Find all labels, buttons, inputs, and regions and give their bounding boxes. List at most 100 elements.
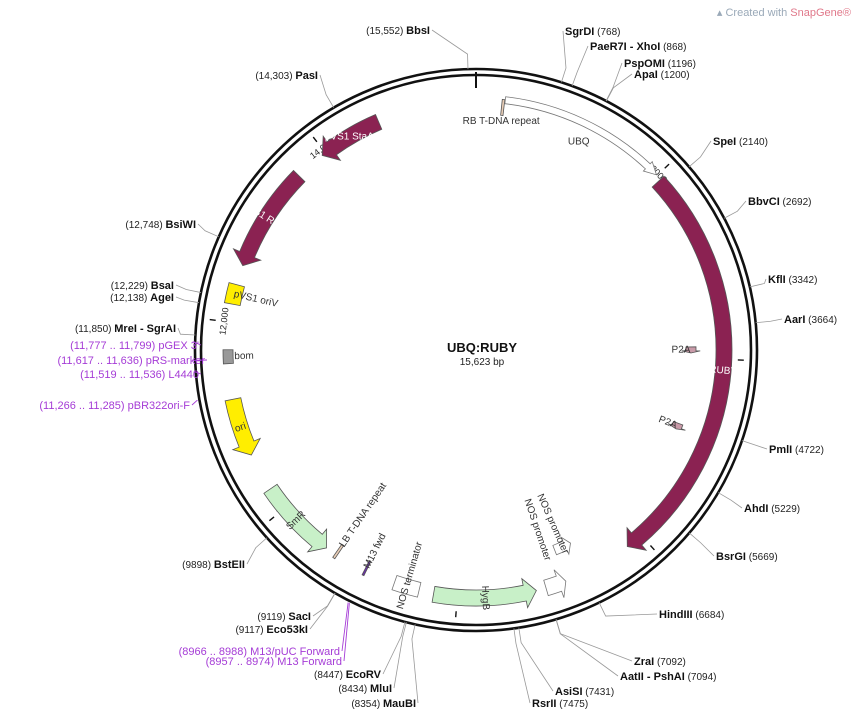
- site-pspomi[interactable]: PspOMI (1196): [624, 58, 696, 70]
- site-paer7i-xhoi[interactable]: PaeR7I - XhoI (868): [590, 41, 686, 53]
- site-maubi[interactable]: (8354) MauBI: [351, 698, 416, 710]
- site-leader-line: [606, 73, 633, 102]
- site-sgrdi[interactable]: SgrDI (768): [565, 26, 620, 38]
- primer-leader-line: [192, 341, 202, 346]
- feature-ori[interactable]: [224, 397, 262, 456]
- site-ecorv[interactable]: (8447) EcoRV: [314, 669, 382, 681]
- feature-pvs1-oriv[interactable]: [223, 282, 245, 307]
- feature-nos-promoter[interactable]: [552, 536, 571, 556]
- feature-nos-promoter[interactable]: [543, 569, 567, 598]
- site-leader-line: [717, 492, 743, 509]
- feature-label: NOS terminator: [395, 540, 425, 610]
- site-leader-line: [175, 284, 202, 293]
- site-bsrgi[interactable]: BsrGI (5669): [716, 551, 778, 563]
- site-bbsi[interactable]: (15,552) BbsI: [366, 25, 430, 37]
- plasmid-length: 15,623 bp: [460, 357, 505, 368]
- site-bbvci[interactable]: BbvCI (2692): [748, 196, 811, 208]
- site-aatii-pshai[interactable]: AatII - PshAI (7094): [620, 671, 716, 683]
- site-bsai[interactable]: (12,229) BsaI: [111, 280, 174, 292]
- tick-mark: [649, 545, 655, 551]
- site-leader-line: [518, 627, 554, 692]
- site-leader-line: [393, 622, 407, 689]
- site-leader-line: [175, 296, 200, 304]
- feature-label: bom: [234, 351, 254, 363]
- primer-leader-line: [191, 399, 198, 406]
- site-agei[interactable]: (12,138) AgeI: [110, 292, 174, 304]
- site-saci[interactable]: (9119) SacI: [257, 611, 311, 623]
- feature-label: RB T-DNA repeat: [463, 116, 540, 127]
- feature-nos-terminator[interactable]: [391, 575, 422, 598]
- feature-hygb[interactable]: [431, 577, 537, 609]
- site-leader-line: [598, 602, 658, 617]
- site-pasi[interactable]: (14,303) PasI: [255, 70, 318, 82]
- tick-label: 12,000: [217, 307, 230, 335]
- feature-pvs1-repa[interactable]: [232, 169, 306, 267]
- site-rsrii[interactable]: RsrII (7475): [532, 698, 588, 710]
- feature-smr[interactable]: [263, 483, 328, 553]
- snapgene-credit: ▴ Created with SnapGene®: [717, 6, 851, 19]
- site-spei[interactable]: SpeI (2140): [713, 136, 768, 148]
- feature-label: P2A: [672, 345, 691, 356]
- site-zrai[interactable]: ZraI (7092): [634, 656, 686, 668]
- primer-leader-line: [341, 602, 349, 652]
- site-leader-line: [312, 592, 336, 617]
- feature-p2a[interactable]: [667, 421, 686, 431]
- site-leader-line: [688, 532, 715, 557]
- site-leader-line: [513, 628, 531, 704]
- feature-label: P2A: [657, 414, 679, 431]
- feature-rb-t-dna-repeat[interactable]: [500, 98, 506, 116]
- tick-mark: [312, 136, 318, 143]
- feature-label: pVS1 oriV: [233, 289, 280, 310]
- site-leader-line: [561, 30, 567, 83]
- site-apai[interactable]: ApaI (1200): [634, 69, 690, 81]
- site-leader-line: [749, 278, 767, 288]
- feature-bom[interactable]: [222, 349, 234, 365]
- feature-ubq[interactable]: [504, 96, 658, 176]
- feature-m13-fwd[interactable]: [361, 559, 372, 577]
- site-leader-line: [319, 74, 335, 108]
- site-kfli[interactable]: KflI (3342): [768, 274, 817, 286]
- site-aari[interactable]: AarI (3664): [784, 314, 837, 326]
- primer-pgex-3[interactable]: (11,777 .. 11,799) pGEX 3': [70, 340, 199, 352]
- site-mrei-sgrai[interactable]: (11,850) MreI - SgrAI: [75, 323, 176, 335]
- feature-pvs1-staa[interactable]: [321, 114, 383, 161]
- site-asisi[interactable]: AsiSI (7431): [555, 686, 614, 698]
- plasmid-backbone: [193, 67, 759, 633]
- feature-p2a[interactable]: [681, 346, 701, 354]
- plasmid-name: UBQ:RUBY: [447, 340, 517, 355]
- primer-leader-line: [343, 603, 350, 662]
- tick-mark: [664, 163, 670, 169]
- site-eco53ki[interactable]: (9117) Eco53kI: [235, 624, 308, 636]
- site-leader-line: [723, 200, 747, 219]
- feature-lb-t-dna-repeat[interactable]: [332, 543, 345, 560]
- feature-ruby[interactable]: [626, 175, 733, 551]
- tick-mark: [268, 516, 275, 522]
- site-hindiii[interactable]: HindIII (6684): [659, 609, 724, 621]
- credit-brand: SnapGene®: [790, 7, 851, 19]
- site-bsteii[interactable]: (9898) BstEII: [182, 559, 245, 571]
- site-mlui[interactable]: (8434) MluI: [338, 683, 392, 695]
- site-bsiwi[interactable]: (12,748) BsiWI: [125, 219, 196, 231]
- primer-prs-marker[interactable]: (11,617 .. 11,636) pRS-marker: [57, 355, 205, 367]
- site-leader-line: [555, 619, 619, 677]
- site-leader-line: [177, 327, 196, 336]
- site-pmli[interactable]: PmlI (4722): [769, 444, 824, 456]
- primer-pbr322ori-f[interactable]: (11,266 .. 11,285) pBR322ori-F: [39, 400, 190, 412]
- primer-m13-forward[interactable]: (8957 .. 8974) M13 Forward: [206, 656, 342, 668]
- feature-label: HygB: [479, 585, 491, 610]
- site-ahdi[interactable]: AhdI (5229): [744, 503, 800, 515]
- credit-prefix: Created with: [725, 7, 791, 19]
- restriction-sites-layer: (15,552) BbsI SgrDI (768) PaeR7I - XhoI (8…: [75, 25, 837, 710]
- primer-m13-puc-forward[interactable]: (8966 .. 8988) M13/pUC Forward: [179, 646, 340, 658]
- primer-leader-line: [193, 371, 202, 375]
- site-leader-line: [605, 62, 623, 102]
- primer-l4440[interactable]: (11,519 .. 11,536) L4440: [80, 369, 199, 381]
- site-leader-line: [571, 45, 589, 87]
- feature-label: pVS1 StaA: [325, 131, 374, 142]
- feature-label: ori: [234, 421, 248, 435]
- snapgene-logo-icon: ▴: [716, 7, 723, 19]
- site-leader-line: [555, 619, 633, 662]
- primers-layer: (11,777 .. 11,799) pGEX 3' (11,617 .. 11,…: [39, 340, 350, 668]
- feature-label: UBQ: [568, 137, 590, 148]
